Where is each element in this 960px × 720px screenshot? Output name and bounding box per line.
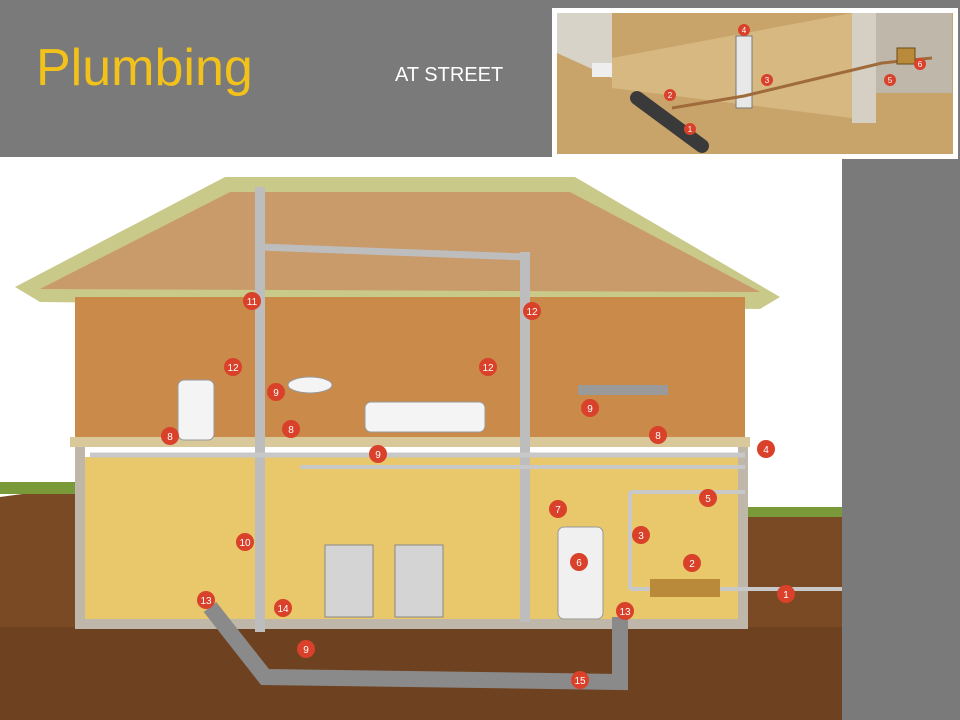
callout-6: 6	[570, 553, 588, 571]
svg-text:12: 12	[526, 307, 538, 318]
label-at-street: AT STREET	[395, 64, 504, 86]
svg-text:9: 9	[375, 450, 381, 461]
basement-slab	[75, 619, 748, 629]
callout-9a: 9	[267, 383, 285, 401]
label-at-house: AT HOUSE	[706, 193, 807, 215]
svg-text:14: 14	[277, 604, 289, 615]
svg-text:8: 8	[288, 425, 294, 436]
svg-text:10: 10	[239, 538, 251, 549]
water-heater	[557, 526, 604, 620]
toilet	[177, 379, 215, 441]
callout-11: 11	[243, 292, 261, 310]
bath-sink	[287, 376, 333, 394]
callout-14: 14	[274, 599, 292, 617]
house-callouts: 1 2 3 4 5 6 7 8 8 8 9 9 9 9 10 11 12 12 …	[161, 292, 795, 689]
callout-1: 1	[684, 123, 696, 135]
svg-text:5: 5	[705, 494, 711, 505]
callout-8c: 8	[649, 426, 667, 444]
callout-10: 10	[236, 533, 254, 551]
svg-text:2: 2	[689, 559, 695, 570]
svg-text:7: 7	[555, 505, 561, 516]
callout-9d: 9	[297, 640, 315, 658]
sidewalk	[557, 13, 612, 78]
svg-text:5: 5	[888, 76, 893, 85]
callout-12c: 12	[479, 358, 497, 376]
meter-assembly	[650, 579, 720, 597]
callout-8a: 8	[161, 427, 179, 445]
svg-text:6: 6	[918, 60, 923, 69]
attic	[40, 192, 760, 292]
street-inset-diagram: 1 2 3 4 5 6	[552, 8, 958, 159]
bathtub	[364, 401, 486, 433]
svg-text:1: 1	[783, 590, 789, 601]
callout-1: 1	[777, 585, 795, 603]
callout-15: 15	[571, 671, 589, 689]
svg-text:13: 13	[619, 607, 631, 618]
svg-text:3: 3	[765, 76, 770, 85]
street-callouts: 1 2 3 4 5 6	[664, 24, 926, 135]
callout-13b: 13	[616, 602, 634, 620]
page-title: Plumbing	[36, 39, 253, 97]
svg-text:8: 8	[655, 431, 661, 442]
callout-3: 3	[761, 74, 773, 86]
callout-8b: 8	[282, 420, 300, 438]
house-diagram: 1 2 3 4 5 6 7 8 8 8 9 9 9 9 10 11 12 12 …	[0, 157, 842, 720]
svg-text:4: 4	[742, 26, 747, 35]
callout-4: 4	[757, 440, 775, 458]
callout-5: 5	[884, 74, 896, 86]
svg-text:8: 8	[167, 432, 173, 443]
dryer	[394, 544, 444, 618]
callout-7: 7	[549, 500, 567, 518]
callout-9b: 9	[369, 445, 387, 463]
svg-text:9: 9	[273, 388, 279, 399]
callout-12b: 12	[523, 302, 541, 320]
main-stack	[255, 187, 265, 632]
svg-text:2: 2	[668, 91, 673, 100]
washer	[324, 544, 374, 618]
callout-12a: 12	[224, 358, 242, 376]
svg-text:3: 3	[638, 531, 644, 542]
building-drain	[203, 602, 628, 691]
svg-text:12: 12	[482, 363, 494, 374]
callout-13a: 13	[197, 591, 215, 609]
callout-4: 4	[738, 24, 750, 36]
svg-text:6: 6	[576, 558, 582, 569]
water-main	[630, 91, 709, 153]
callout-6: 6	[914, 58, 926, 70]
svg-text:15: 15	[574, 676, 586, 687]
svg-text:1: 1	[688, 125, 693, 134]
svg-text:4: 4	[763, 445, 769, 456]
callout-3: 3	[632, 526, 650, 544]
svg-text:11: 11	[247, 297, 258, 308]
svg-text:12: 12	[227, 363, 239, 374]
callout-2: 2	[683, 554, 701, 572]
callout-5: 5	[699, 489, 717, 507]
kitchen-sink	[578, 385, 668, 395]
callout-9c: 9	[581, 399, 599, 417]
callout-2: 2	[664, 89, 676, 101]
svg-text:13: 13	[200, 596, 212, 607]
svg-text:9: 9	[303, 645, 309, 656]
floor-joist	[70, 437, 750, 447]
water-meter	[896, 47, 916, 65]
svg-text:9: 9	[587, 404, 593, 415]
vent-stack	[520, 252, 530, 622]
